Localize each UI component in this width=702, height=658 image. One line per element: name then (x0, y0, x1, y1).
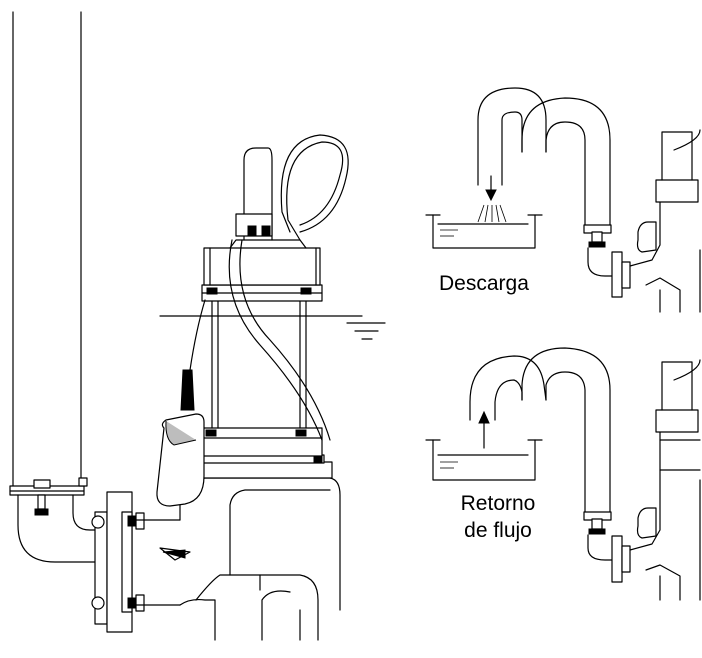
elbow-pipe (17, 494, 96, 563)
discharge-pipe (12, 11, 82, 487)
pipe-connector (9, 477, 88, 516)
discharge-pump-connection (583, 129, 701, 313)
discharge-label: Descarga (439, 272, 529, 295)
discharge-tank (425, 204, 543, 249)
backflow-tank (425, 439, 543, 481)
backflow-pump-connection (583, 359, 701, 601)
discharge-hose (477, 87, 611, 226)
backflow-label-line2: de flujo (464, 519, 532, 542)
pump-handle (235, 147, 273, 241)
power-cable (228, 134, 349, 441)
float-switch (156, 299, 206, 507)
flow-down-arrow (485, 175, 497, 202)
discharge-diagram: Descarga (425, 87, 701, 313)
backflow-label-line1: Retorno (461, 492, 536, 515)
main-pump-illustration (9, 11, 386, 641)
backflow-diagram: Retorno de flujo (425, 347, 701, 601)
pump-flange (91, 491, 181, 633)
water-level (159, 315, 386, 340)
motor-housing (187, 239, 333, 479)
flow-up-arrow (478, 410, 490, 449)
backflow-hose (469, 347, 611, 513)
